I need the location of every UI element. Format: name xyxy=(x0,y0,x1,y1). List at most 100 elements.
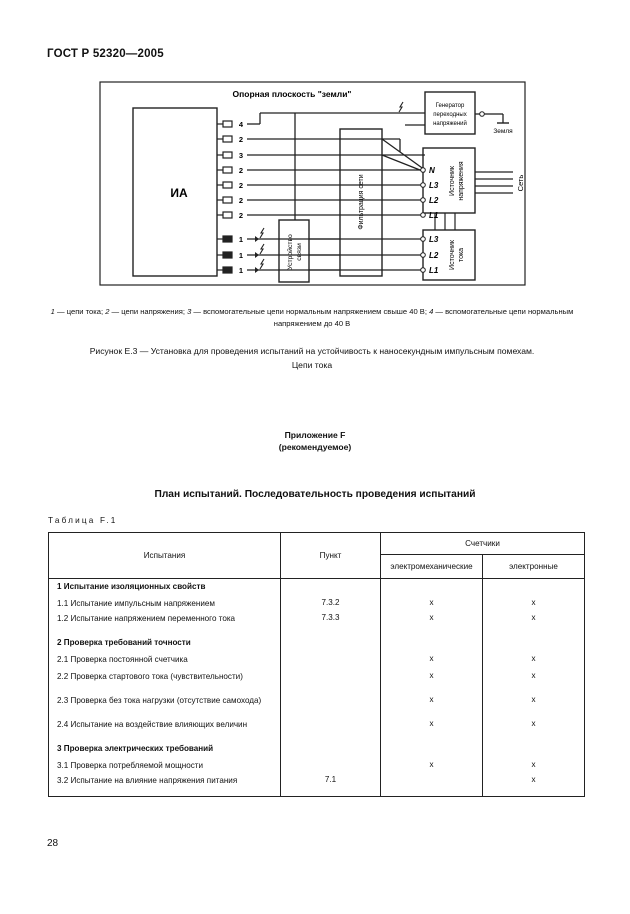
cell-clause: 7.3.2 xyxy=(280,595,381,611)
terminal xyxy=(222,196,233,204)
cell-electromechanical: x xyxy=(380,692,483,717)
table-row: 2.2 Проверка стартового тока (чувствител… xyxy=(48,668,585,693)
table-row: 2.3 Проверка без тока нагрузки (отсутств… xyxy=(48,692,585,717)
header-electromechanical: электромеханические xyxy=(380,554,483,579)
header-meters: Счетчики xyxy=(380,532,585,555)
test-plan-table: Испытания Пункт Счетчики электромеханиче… xyxy=(48,532,585,797)
generator-label-1: Генератор xyxy=(436,103,465,109)
cell-electronic: x xyxy=(482,595,585,611)
header-tests: Испытания xyxy=(48,532,281,579)
appendix-heading: План испытаний. Последовательность прове… xyxy=(154,489,476,500)
cell-clause xyxy=(280,651,381,669)
cell-test: 1.2 Испытание напряжением переменного то… xyxy=(48,610,281,635)
voltage-source-label-1: Источник xyxy=(449,165,456,196)
table-row: 2 Проверка требований точности xyxy=(48,634,585,652)
cell-test: 2.4 Испытание на воздействие влияющих ве… xyxy=(48,716,281,741)
coupling-box xyxy=(278,219,310,283)
phase-label: L2 xyxy=(429,251,439,260)
phase-label: L3 xyxy=(429,181,439,190)
voltage-source-label-2: напряжения xyxy=(458,161,465,201)
terminal xyxy=(222,181,233,189)
phase-label: L2 xyxy=(429,196,439,205)
phase-label: N xyxy=(429,166,435,175)
header-electronic: электронные xyxy=(482,554,585,579)
appendix-status: (рекомендуемое) xyxy=(278,442,352,452)
cell-electromechanical xyxy=(380,772,483,797)
figure-caption-line-2: Цепи тока xyxy=(291,360,333,370)
cell-test: 1.1 Испытание импульсным напряжением xyxy=(48,595,281,611)
terminal-number: 4 xyxy=(239,120,244,129)
earth-label: Земля xyxy=(493,128,513,135)
phase-label: L1 xyxy=(429,211,439,220)
terminal xyxy=(222,120,233,128)
cell-clause xyxy=(280,757,381,773)
cell-test: 2 Проверка требований точности xyxy=(48,634,281,652)
terminal-number: 1 xyxy=(239,235,243,244)
cell-clause: 7.3.3 xyxy=(280,610,381,635)
appendix-name: Приложение F xyxy=(284,430,346,440)
cell-test: 2.1 Проверка постоянной счетчика xyxy=(48,651,281,669)
cell-electronic: x xyxy=(482,772,585,797)
table-row: 2.4 Испытание на воздействие влияющих ве… xyxy=(48,716,585,741)
cell-electromechanical xyxy=(380,634,483,652)
table-row: 1 Испытание изоляционных свойств xyxy=(48,578,585,596)
cell-electromechanical: x xyxy=(380,595,483,611)
cell-test: 1 Испытание изоляционных свойств xyxy=(48,578,281,596)
generator-label-3: напряжений xyxy=(433,120,467,127)
current-source-label-1: Источник xyxy=(449,239,456,270)
voltage-source-box xyxy=(422,147,476,214)
terminal-number: 2 xyxy=(239,166,243,175)
network-label: Сеть xyxy=(516,175,525,192)
coupling-label-1: Устройство xyxy=(286,234,294,270)
header-clause: Пункт xyxy=(280,532,381,579)
terminal xyxy=(222,135,233,143)
terminal-number: 2 xyxy=(239,211,243,220)
cell-electronic: x xyxy=(482,610,585,635)
cell-electronic: x xyxy=(482,651,585,669)
cell-electronic xyxy=(482,740,585,758)
terminal xyxy=(222,251,233,259)
cell-electronic: x xyxy=(482,757,585,773)
terminal xyxy=(222,235,233,243)
cell-electromechanical: x xyxy=(380,757,483,773)
test-setup-diagram: Опорная плоскость "земли" ИА 4232222111 … xyxy=(99,81,526,286)
generator-label-2: переходных xyxy=(433,112,466,118)
terminal-number: 3 xyxy=(239,151,243,160)
terminal-number: 1 xyxy=(239,251,243,260)
cell-electromechanical: x xyxy=(380,651,483,669)
cell-electromechanical: x xyxy=(380,610,483,635)
cell-electromechanical: x xyxy=(380,716,483,741)
cell-clause xyxy=(280,716,381,741)
terminal-number: 2 xyxy=(239,181,243,190)
cell-test: 2.3 Проверка без тока нагрузки (отсутств… xyxy=(48,692,281,717)
phase-label: L3 xyxy=(429,235,439,244)
meter-terminals: 4 2 3 2 2 2 2 1 1 1 xyxy=(217,120,244,275)
cell-test: 3 Проверка электрических требований xyxy=(48,740,281,758)
page-number: 28 xyxy=(47,838,59,849)
cell-test: 3.1 Проверка потребляемой мощности xyxy=(48,757,281,773)
cell-electromechanical xyxy=(380,578,483,596)
cell-clause xyxy=(280,578,381,596)
table-row: 1.2 Испытание напряжением переменного то… xyxy=(48,610,585,635)
figure-caption-line-1: Рисунок Е.3 — Установка для проведения и… xyxy=(89,346,535,356)
cell-electronic: x xyxy=(482,716,585,741)
coupling-label-2: связи xyxy=(296,243,303,261)
table-row: 3 Проверка электрических требований xyxy=(48,740,585,758)
meter-label: ИА xyxy=(170,186,188,200)
terminal-number: 2 xyxy=(239,196,243,205)
filter-box xyxy=(339,128,383,277)
cell-clause xyxy=(280,740,381,758)
terminal xyxy=(222,266,233,274)
document-header: ГОСТ Р 52320—2005 xyxy=(47,48,164,60)
figure-legend: 1 — цепи тока; 2 — цепи напряжения; 3 — … xyxy=(50,307,574,328)
terminal-number: 1 xyxy=(239,266,243,275)
terminal xyxy=(222,211,233,219)
cell-clause xyxy=(280,634,381,652)
phase-label: L1 xyxy=(429,266,439,275)
cell-test: 3.2 Испытание на влияние напряжения пита… xyxy=(48,772,281,797)
cell-clause: 7.1 xyxy=(280,772,381,797)
appendix-title: Приложение F (рекомендуемое) xyxy=(0,429,630,453)
terminal-number: 2 xyxy=(239,135,243,144)
